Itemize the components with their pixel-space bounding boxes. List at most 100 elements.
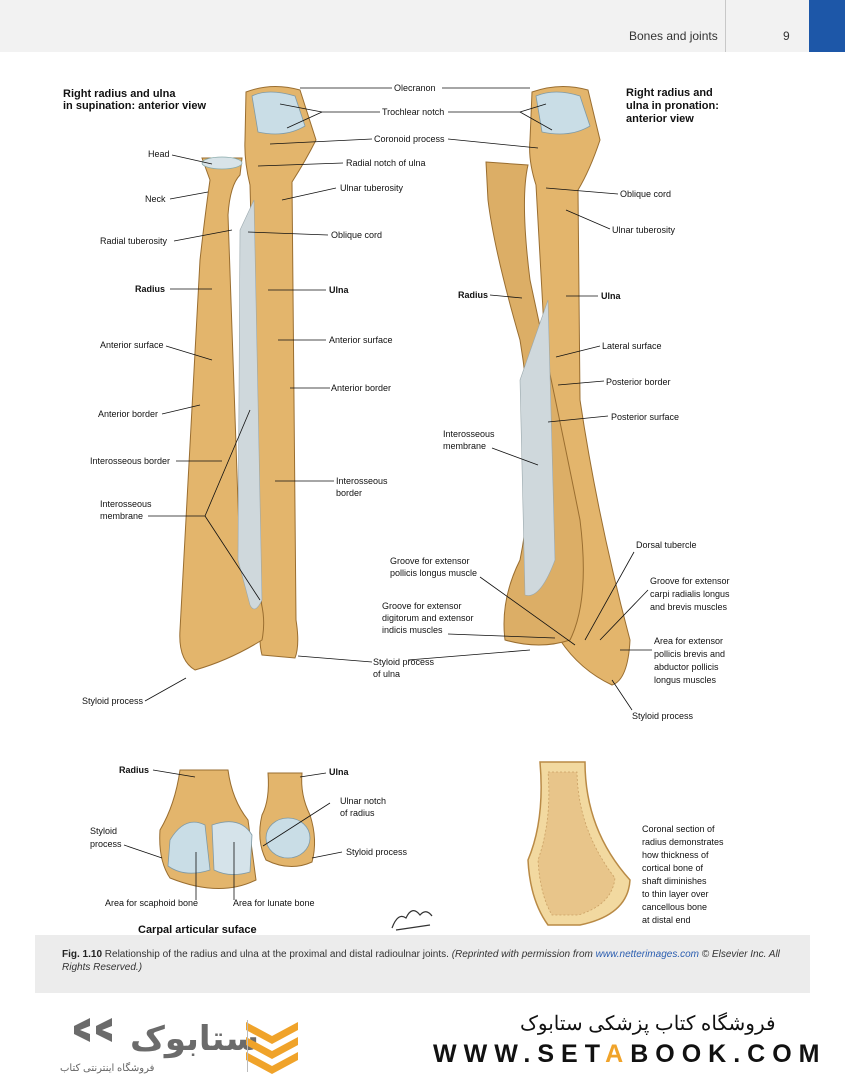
carpal-surface — [159, 769, 316, 889]
label-anterior-border-ulna: Anterior border — [331, 383, 392, 393]
label-lateral-surface: Lateral surface — [602, 341, 662, 351]
label-coronoid-process: Coronoid process — [374, 134, 445, 144]
label-neck: Neck — [145, 194, 166, 204]
interosseous-membrane — [237, 199, 263, 610]
radius-head-cartilage — [201, 156, 243, 170]
label-interosseous-membrane-2: membrane — [100, 511, 144, 521]
label-ulnar-notch-1: Ulnar notch — [340, 796, 387, 806]
label-groove-ecr-3: and brevis muscles — [650, 602, 728, 612]
pronation-bones — [485, 86, 631, 686]
label-interosseous-membrane-pronation-1: Interosseous — [443, 429, 495, 439]
label-radius-pronation: Radius — [458, 290, 489, 300]
ulna-bone — [244, 86, 317, 659]
supination-bones — [179, 86, 317, 671]
label-groove-ed-1: Groove for extensor — [382, 601, 462, 611]
trochlear-notch-cartilage — [251, 91, 306, 135]
page-header — [0, 0, 845, 52]
radius-bone — [179, 157, 265, 671]
caption-text: Relationship of the radius and ulna at t… — [104, 949, 449, 960]
netter-signature — [391, 910, 433, 931]
label-radial-notch: Radial notch of ulna — [346, 158, 426, 168]
label-anterior-surface-radius: Anterior surface — [100, 340, 164, 350]
figure-area — [35, 52, 810, 935]
label-radius-carpal: Radius — [119, 765, 150, 775]
label-dorsal-tubercle: Dorsal tubercle — [636, 540, 697, 550]
header-divider — [725, 0, 726, 52]
ulna-head-cartilage — [265, 817, 311, 859]
site-brand-1: SET — [537, 1040, 606, 1068]
site-brand-a: A — [605, 1040, 631, 1068]
label-coronal-3: how thickness of — [642, 850, 709, 860]
logo-brand-text: ستابوک — [130, 1019, 259, 1059]
pronation-title-line3: anterior view — [626, 113, 694, 125]
label-area-epb-4: longus muscles — [654, 675, 717, 685]
footer-band — [0, 993, 845, 1080]
logo-chevron-icon — [246, 1022, 298, 1074]
label-area-epb-2: pollicis brevis and — [654, 649, 726, 659]
figure-label: Fig. 1.10 — [62, 949, 103, 960]
label-ulna-pronation: Ulna — [601, 291, 621, 301]
scaphoid-area — [167, 821, 211, 874]
credit-prefix: (Reprinted with permission from — [451, 949, 596, 960]
label-ulna-carpal: Ulna — [329, 767, 349, 777]
label-ulnar-tuberosity-pronation: Ulnar tuberosity — [612, 225, 676, 235]
label-trochlear-notch: Trochlear notch — [382, 107, 445, 117]
label-groove-ed-3: indicis muscles — [382, 625, 443, 635]
label-oblique-cord: Oblique cord — [331, 230, 383, 240]
running-title: Bones and joints — [629, 29, 718, 43]
label-coronal-8: at distal end — [642, 915, 691, 925]
coronal-section — [527, 761, 631, 926]
label-interosseous-border-ulna-1: Interosseous — [336, 476, 388, 486]
caption-band — [35, 935, 810, 993]
label-posterior-border: Posterior border — [606, 377, 671, 387]
label-radial-tuberosity: Radial tuberosity — [100, 236, 168, 246]
supination-title-line2: in supination: anterior view — [63, 100, 207, 112]
label-anterior-surface-ulna: Anterior surface — [329, 335, 393, 345]
credit-link[interactable]: www.netterimages.com — [595, 949, 699, 960]
label-styloid-process-radius: Styloid process — [82, 696, 144, 706]
label-ulnar-notch-2: of radius — [340, 808, 375, 818]
label-interosseous-membrane-1: Interosseous — [100, 499, 152, 509]
pronation-title-line1: Right radius and — [626, 87, 713, 99]
label-area-epb-1: Area for extensor — [654, 636, 724, 646]
logo-divider — [247, 1020, 248, 1072]
pronation-title-line2: ulna in pronation: — [626, 100, 719, 112]
label-coronal-1: Coronal section of — [642, 824, 715, 834]
label-coronal-6: to thin layer over — [642, 889, 709, 899]
label-radius: Radius — [135, 284, 166, 294]
label-groove-epl-2: pollicis longus muscle — [390, 568, 478, 578]
interosseous-membrane-pronation — [519, 299, 556, 596]
label-anterior-border-radius: Anterior border — [98, 409, 159, 419]
label-oblique-cord-pronation: Oblique cord — [620, 189, 672, 199]
label-groove-ecr-1: Groove for extensor — [650, 576, 730, 586]
label-interosseous-border: Interosseous border — [90, 456, 171, 466]
label-styloid-carpal-2: process — [90, 839, 122, 849]
label-styloid-process-carpal-ulna: Styloid process — [346, 847, 408, 857]
trochlear-notch-cartilage-pronation — [535, 91, 591, 135]
label-coronal-7: cancellous bone — [642, 902, 708, 912]
caption-credit: (Reprinted with permission from www.nett… — [62, 949, 780, 973]
label-styloid-ulna-1: Styloid process — [373, 657, 435, 667]
leader-lines — [123, 87, 652, 900]
label-interosseous-border-ulna-2: border — [336, 488, 363, 498]
label-interosseous-membrane-pronation-2: membrane — [443, 441, 487, 451]
setabook-logo: ستابوک — [74, 1018, 298, 1074]
label-groove-epl-1: Groove for extensor — [390, 556, 470, 566]
site-suffix: .COM — [733, 1040, 827, 1068]
carpal-surface-title: Carpal articular suface — [138, 924, 257, 936]
store-name: فروشگاه کتاب پزشکی ستابوک — [520, 1013, 776, 1035]
supination-title-line1: Right radius and ulna — [63, 88, 176, 100]
label-styloid-carpal-1: Styloid — [90, 826, 118, 836]
label-coronal-2: radius demonstrates — [642, 837, 724, 847]
label-groove-ed-2: digitorum and extensor — [382, 613, 474, 623]
label-ulna: Ulna — [329, 285, 349, 295]
figure-caption: Fig. 1.10 Relationship of the radius and… — [62, 948, 802, 974]
label-area-scaphoid: Area for scaphoid bone — [105, 898, 199, 908]
label-area-epb-3: abductor pollicis — [654, 662, 719, 672]
label-groove-ecr-2: carpi radialis longus — [650, 589, 730, 599]
label-coronal-4: cortical bone of — [642, 863, 704, 873]
website-address[interactable]: WWW.SETABOOK.COM — [433, 1040, 826, 1069]
lunate-area — [211, 821, 253, 875]
chapter-tab — [809, 0, 845, 52]
